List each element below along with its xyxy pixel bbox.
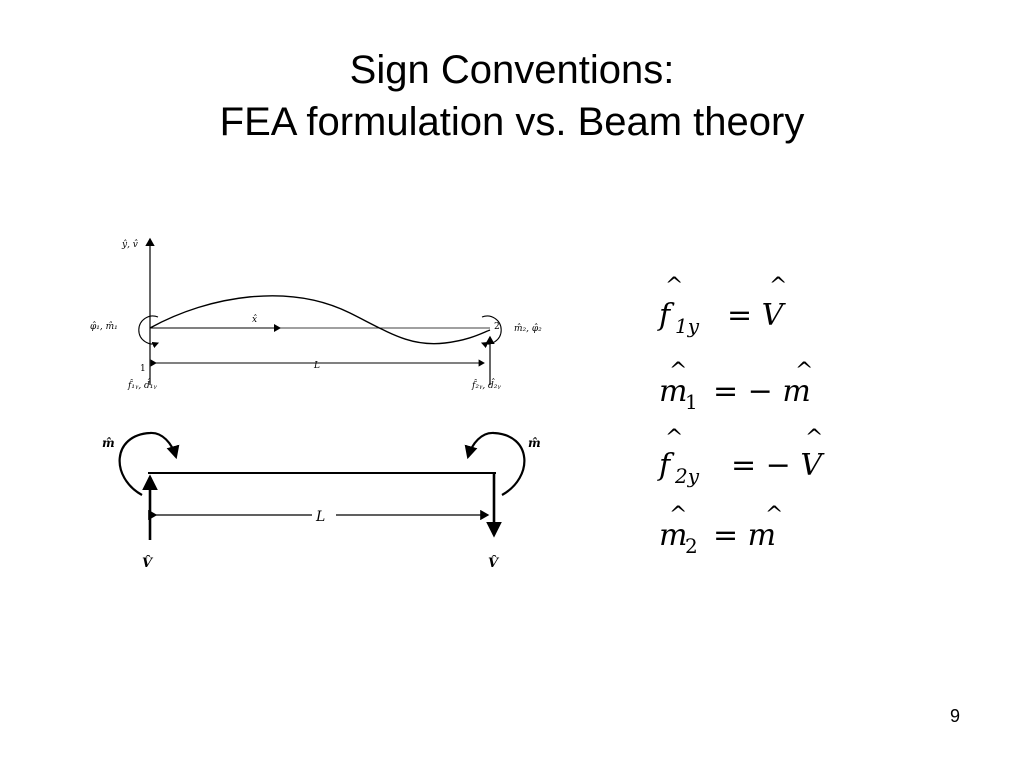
fea-left-force-label: f̂₁ᵧ, d̂₁ᵧ (127, 378, 157, 391)
fea-y-axis-label: ŷ, v̂ (121, 239, 138, 250)
slide-title: Sign Conventions: FEA formulation vs. Be… (0, 44, 1024, 148)
equation-2: ^ m 1 ^ = − m (659, 359, 813, 414)
equation-3-rhs-hat: ^ (805, 426, 823, 451)
fea-node-2-label: 2 (494, 322, 500, 332)
equation-4: ^ m 2 ^ = m (659, 503, 783, 558)
equation-4-rhs: = m (713, 518, 776, 553)
equation-4-rhs-hat: ^ (765, 503, 783, 528)
fea-left-moment-label: φ̂₁, m̂₁ (90, 321, 118, 332)
equation-1: ^ f 1y ^ = V (657, 275, 787, 338)
equation-1-rhs: = V (727, 298, 787, 333)
beam-left-shear-label: V̂ (142, 555, 154, 571)
equation-2-lhs: m (659, 374, 687, 409)
equation-3-subscript: 2y (674, 464, 700, 488)
equation-2-rhs-hat: ^ (795, 359, 813, 384)
equation-3-hat: ^ (665, 426, 683, 451)
fea-right-force-label: f̂₂ᵧ, d̂₂ᵧ (471, 378, 501, 391)
fea-length-label: L (313, 361, 320, 371)
beam-left-moment-arrow (118, 431, 180, 496)
page-number: 9 (949, 706, 960, 726)
beam-figure: m̂ m̂ L V̂ V̂ (102, 431, 541, 571)
beam-right-moment-arrow (464, 431, 526, 496)
equation-block: ^ f 1y ^ = V ^ m 1 ^ = − m ^ f 2y ^ = − … (657, 275, 825, 558)
title-line-1: Sign Conventions: (349, 48, 675, 92)
beam-right-shear-label: V̂ (488, 555, 500, 571)
equation-2-rhs: = − m (713, 374, 811, 409)
fea-x-axis-label: x̂ (252, 314, 257, 325)
title-line-2: FEA formulation vs. Beam theory (219, 100, 805, 144)
equation-1-rhs-hat: ^ (769, 275, 787, 299)
beam-left-moment-label: m̂ (102, 436, 115, 450)
beam-length-label-bg (312, 507, 336, 523)
beam-right-moment-label: m̂ (528, 436, 541, 450)
beam-length-label: L (315, 509, 325, 525)
fea-left-moment-arrow (138, 315, 160, 349)
equation-3-rhs: = − V (731, 448, 825, 483)
fea-deflected-curve (149, 295, 491, 345)
equation-2-hat: ^ (669, 359, 687, 384)
equation-4-hat: ^ (669, 503, 687, 528)
beam-diagrams: ŷ, v̂ x̂ φ̂₁, m̂₁ 1 2 m̂₂, φ̂₂ L f̂₁ᵧ, d… (90, 237, 542, 571)
equation-1-subscript: 1y (675, 314, 700, 338)
equation-4-subscript: 2 (685, 534, 698, 558)
equation-3: ^ f 2y ^ = − V (657, 426, 825, 488)
equation-4-lhs: m (659, 518, 687, 553)
equation-1-lhs: f (657, 298, 675, 333)
fea-node-1-label: 1 (140, 364, 146, 374)
fea-figure: ŷ, v̂ x̂ φ̂₁, m̂₁ 1 2 m̂₂, φ̂₂ L f̂₁ᵧ, d… (90, 237, 542, 391)
equation-2-subscript: 1 (685, 390, 698, 414)
equation-3-lhs: f (657, 448, 675, 483)
equation-1-hat: ^ (665, 275, 683, 299)
fea-right-moment-label: m̂₂, φ̂₂ (514, 323, 542, 334)
